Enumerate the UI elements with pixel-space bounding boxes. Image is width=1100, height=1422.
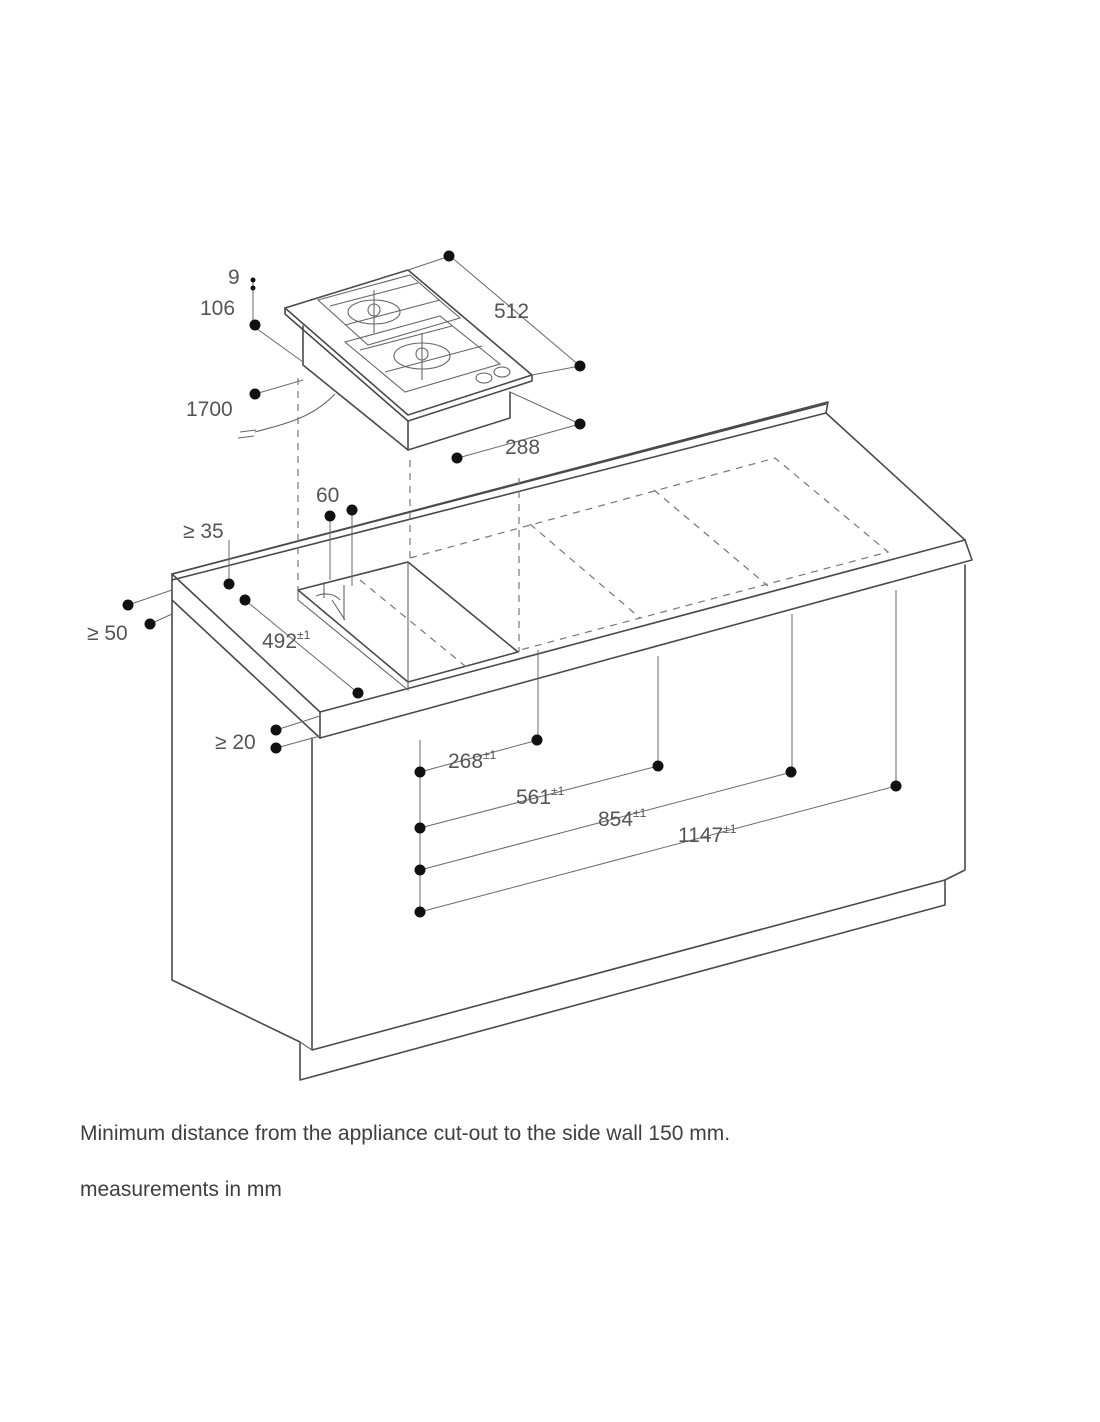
label-cut-4: 1147±1 <box>678 822 737 847</box>
units-note: measurements in mm <box>80 1178 282 1201</box>
dimension-markers <box>122 250 902 918</box>
label-min-back: ≥ 35 <box>183 520 224 543</box>
label-cutout-offset: 60 <box>316 484 339 507</box>
label-cut-2: 561±1 <box>516 784 565 809</box>
adjacent-modules-outline <box>409 457 890 651</box>
label-hob-depth: 512 <box>494 300 529 323</box>
label-cutout-depth: 492±1 <box>262 628 311 653</box>
burner-grate-1 <box>316 274 462 346</box>
projection-lines <box>297 378 520 652</box>
control-knobs <box>475 366 511 384</box>
label-cable-length: 1700 <box>186 398 233 421</box>
dimension-lines <box>127 255 897 913</box>
dimension-labels: 9 106 512 288 1700 60 ≥ 35 ≥ 50 492±1 ≥ … <box>87 266 737 847</box>
label-hob-width: 288 <box>505 436 540 459</box>
label-min-front: ≥ 50 <box>87 622 128 645</box>
label-hob-height: 106 <box>200 297 235 320</box>
label-hob-step: 9 <box>228 266 240 289</box>
gas-hob <box>237 269 533 451</box>
countertop-cabinet <box>171 401 973 1081</box>
label-min-counter: ≥ 20 <box>215 731 256 754</box>
hob-cutout <box>297 561 519 692</box>
side-wall-note: Minimum distance from the appliance cut-… <box>80 1122 731 1145</box>
burner-grate-2 <box>343 315 502 393</box>
label-cut-1: 268±1 <box>448 748 497 773</box>
label-cut-3: 854±1 <box>598 806 647 831</box>
